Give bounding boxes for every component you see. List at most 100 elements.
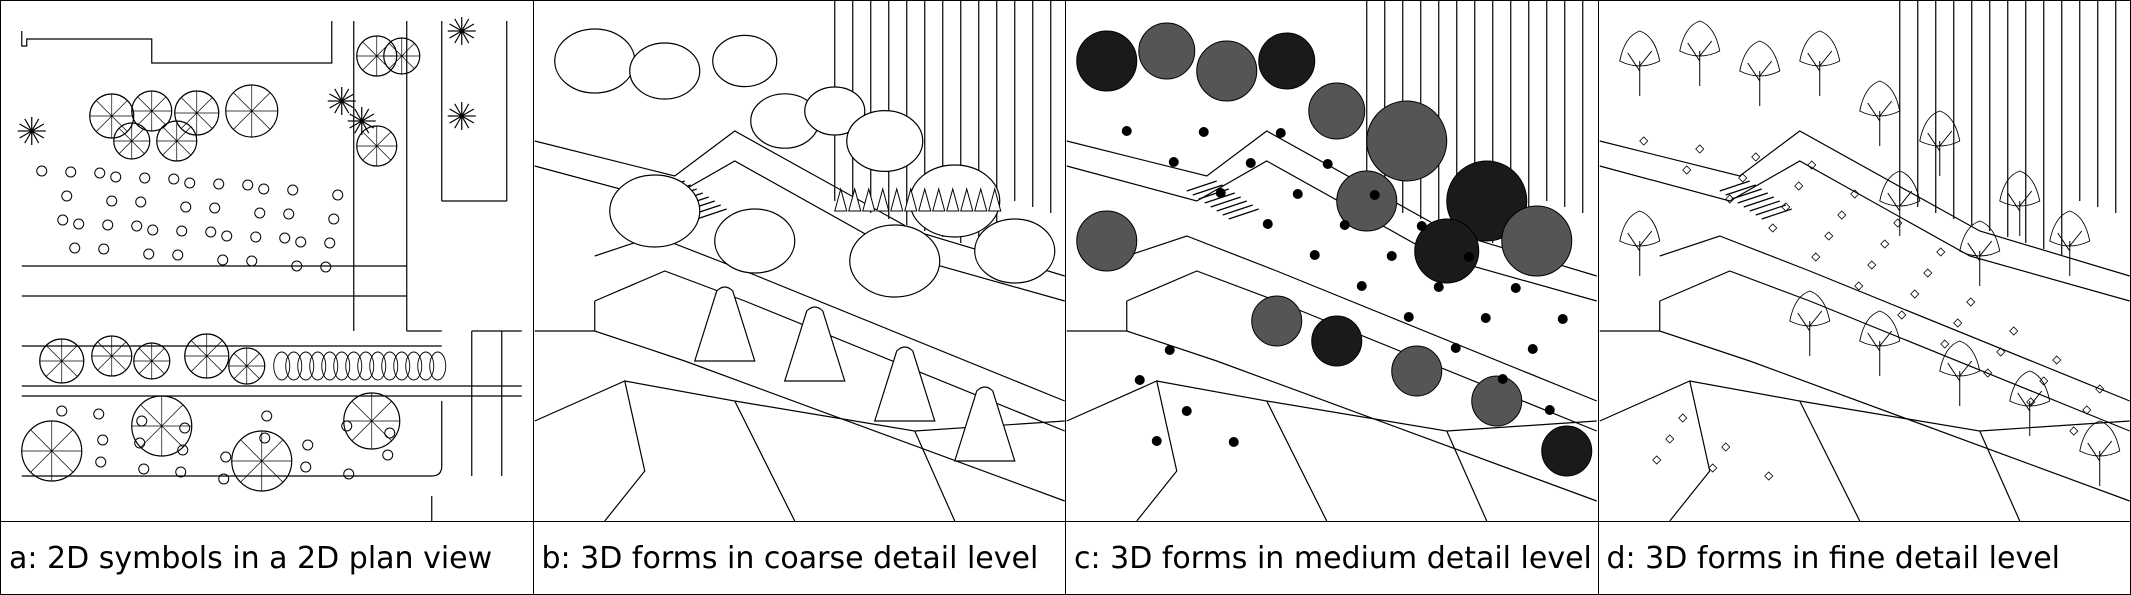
shrub-symbol [93,408,105,420]
hedge-symbol [285,351,303,381]
fine-shrub [1922,268,1932,278]
medium-shrub [1262,219,1273,229]
fine-canopy [1858,80,1900,117]
scene-edge [594,235,1065,402]
shrub-symbol [220,451,232,463]
fine-shrub [1823,231,1833,241]
shrub-symbol [97,434,109,446]
stair-step [1222,204,1253,216]
scene-edge [1156,380,1328,521]
medium-shrub [1198,127,1209,137]
coarse-conifer [959,187,973,212]
fine-canopy [1938,340,1980,377]
scene-edge [1266,400,1488,521]
scene-edge [1979,420,2130,432]
panel-a: a: 2D symbols in a 2D plan view [1,1,534,594]
fine-shrub [1780,202,1790,212]
fine-shrub [2051,355,2061,365]
shrub-symbol [57,214,69,226]
shrub-symbol [179,422,191,434]
shrub-symbol [102,219,114,231]
fine-canopy [1788,290,1830,327]
panel-a-caption: a: 2D symbols in a 2D plan view [1,521,533,594]
fine-branch [1806,50,1832,96]
stair-step [1216,200,1247,212]
fine-shrub [1849,189,1859,199]
fine-3d-drawing [1599,1,2131,521]
shrub-symbol [218,473,230,485]
fine-branch [2006,190,2032,236]
hedge-symbol [333,351,351,381]
shrub-symbol [175,466,187,478]
fine-branch [1796,310,1822,356]
fine-shrub [2081,405,2091,415]
fine-branch [2086,440,2112,486]
coarse-canopy [711,34,777,88]
stair-step [1755,204,1786,216]
hedge-symbol [345,351,363,381]
fine-shrub [1866,260,1876,270]
fine-canopy [1618,210,1660,247]
shrub-symbol [172,249,184,261]
medium-canopy [1446,160,1528,242]
coarse-canopy [608,174,700,248]
fine-shrub [1836,210,1846,220]
shrub-symbol [291,260,303,272]
shrub-symbol [176,225,188,237]
medium-3d-drawing [1066,1,1598,521]
medium-3d-svg [1066,1,1597,521]
fine-shrub [1892,218,1902,228]
shrub-symbol [69,242,81,254]
fine-canopy [2078,420,2120,457]
stair-step [1192,184,1223,196]
fine-shrub [1664,434,1674,444]
shrub-symbol [209,202,221,214]
fine-shrub [1681,165,1691,175]
fine-shrub [1750,152,1760,162]
fine-shrub [1952,318,1962,328]
medium-shrub [1480,313,1491,323]
shrub-symbol [259,432,271,444]
shrub-symbol [61,190,73,202]
coarse-cone-tree [953,386,1016,462]
fine-branch [1686,40,1712,86]
medium-shrub [1463,252,1474,262]
shrub-symbol [138,463,150,475]
medium-shrub [1386,251,1397,261]
fine-shrub [1720,442,1730,452]
medium-shrub [1433,282,1444,292]
stair-step [1228,208,1259,220]
fine-canopy [2048,210,2090,247]
medium-shrub [1416,221,1427,231]
medium-canopy [1501,205,1573,277]
shrub-symbol [217,254,229,266]
fine-canopy [1678,20,1720,57]
medium-canopy [1336,170,1398,232]
fine-shrub [1853,281,1863,291]
medium-shrub [1309,250,1320,260]
shrub-symbol [250,231,262,243]
medium-canopy [1311,315,1363,367]
medium-shrub [1134,375,1145,385]
scene-edge [534,380,645,521]
shrub-symbol [254,207,266,219]
hedge-symbol [309,351,327,381]
medium-shrub [1275,128,1286,138]
fine-shrub [1737,173,1747,183]
fine-3d-svg [1599,1,2130,521]
scene-edge [1126,270,1597,432]
scene-edge [1599,160,2130,302]
medium-shrub [1497,374,1508,384]
medium-tree-forms [1076,22,1593,477]
panel-b: b: 3D forms in coarse detail level [533,1,1066,594]
panel-c: c: 3D forms in medium detail level [1066,1,1599,594]
fine-shrub [1707,463,1717,473]
medium-shrub [1356,281,1367,291]
shrub-symbol [341,420,353,432]
hedge-symbol [297,351,315,381]
shrub-symbol [382,449,394,461]
coarse-conifer [889,187,903,212]
fine-shrub [2094,384,2104,394]
medium-shrub [1168,157,1179,167]
